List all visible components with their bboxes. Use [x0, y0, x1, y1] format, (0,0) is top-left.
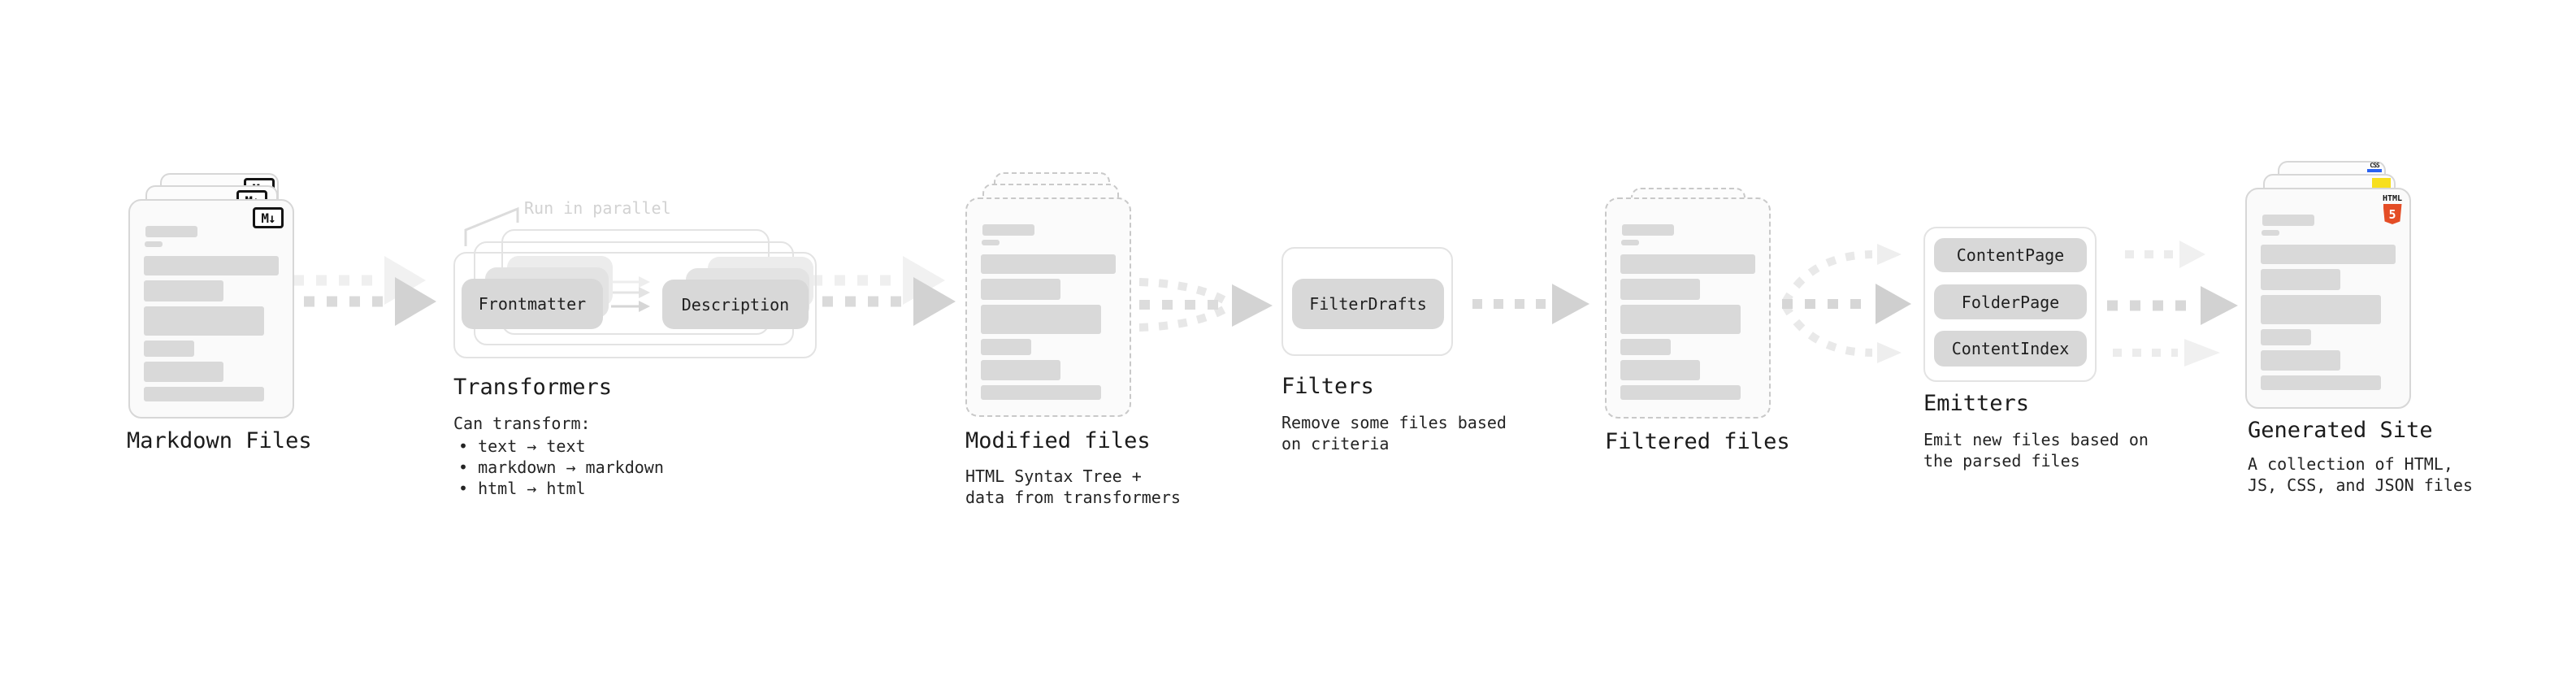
- pill-description: Description: [662, 280, 809, 329]
- generated-site-card: HTML 5: [2245, 188, 2411, 409]
- generated-desc-line: A collection of HTML,: [2248, 454, 2453, 474]
- stage-label-filtered-files: Filtered files: [1605, 429, 1790, 454]
- html5-icon: HTML 5: [2382, 195, 2403, 224]
- stage-label-transformers: Transformers: [453, 375, 613, 400]
- arrow-filters-to-filtered: [1472, 284, 1589, 324]
- skeleton-line: [1620, 305, 1741, 334]
- skeleton-line: [981, 339, 1031, 355]
- filters-desc-line: Remove some files based: [1281, 413, 1507, 432]
- transformers-bullet: • markdown → markdown: [458, 458, 664, 477]
- skeleton-line: [1620, 360, 1700, 380]
- transformer-step-arrows: [611, 276, 650, 312]
- skeleton-line: [144, 306, 264, 336]
- skeleton-line: [1621, 240, 1639, 245]
- arrow-filtered-to-emitters: [1781, 244, 1911, 363]
- generated-desc-line: JS, CSS, and JSON files: [2248, 475, 2473, 495]
- emitters-desc-line: Emit new files based on: [1923, 430, 2149, 449]
- pill-filterdrafts: FilterDrafts: [1292, 279, 1444, 329]
- html5-wordmark: HTML: [2382, 194, 2403, 203]
- arrow-markdown-to-transformers: [304, 277, 436, 326]
- html5-shield: 5: [2383, 204, 2402, 224]
- skeleton-line: [2261, 295, 2381, 324]
- filters-desc-line: on criteria: [1281, 434, 1390, 453]
- pill-contentpage: ContentPage: [1934, 238, 2087, 272]
- skeleton-line: [1622, 224, 1674, 236]
- skeleton-line: [981, 279, 1060, 300]
- transformers-desc-title: Can transform:: [453, 414, 591, 433]
- modified-desc-line: data from transformers: [965, 488, 1181, 507]
- transformers-bullet: • text → text: [458, 436, 586, 456]
- skeleton-line: [144, 256, 279, 275]
- skeleton-line: [2261, 245, 2396, 264]
- arrow-markdown-to-transformers-ghost: [293, 256, 426, 305]
- css-icon: CSS: [2366, 163, 2383, 172]
- markdown-icon: M↓: [253, 207, 284, 228]
- pill-frontmatter: Frontmatter: [462, 279, 603, 329]
- markdown-file-card: M↓: [128, 199, 294, 419]
- stage-label-modified-files: Modified files: [965, 428, 1151, 453]
- pill-folderpage: FolderPage: [1934, 284, 2087, 319]
- skeleton-line: [2261, 350, 2340, 371]
- skeleton-line: [981, 254, 1116, 274]
- skeleton-line: [981, 385, 1101, 400]
- skeleton-line: [2261, 375, 2381, 390]
- skeleton-line: [145, 241, 163, 247]
- arrow-emitters-to-generated: [2107, 241, 2238, 367]
- transformers-bullet: • html → html: [458, 479, 586, 498]
- stage-label-markdown-files: Markdown Files: [127, 428, 312, 453]
- skeleton-line: [144, 362, 223, 382]
- stage-label-generated-site: Generated Site: [2248, 418, 2433, 443]
- skeleton-line: [144, 340, 194, 357]
- skeleton-line: [2261, 269, 2340, 290]
- arrow-transformers-to-modified: [822, 277, 956, 326]
- css-wordmark: CSS: [2370, 162, 2379, 169]
- note-leader-line: [464, 206, 519, 246]
- skeleton-line: [1620, 385, 1741, 400]
- css-bar: [2367, 169, 2382, 172]
- skeleton-line: [1620, 339, 1671, 355]
- emitters-desc-line: the parsed files: [1923, 451, 2080, 471]
- skeleton-line: [981, 360, 1060, 380]
- transformers-container: [453, 252, 817, 358]
- run-in-parallel-note: Run in parallel: [524, 198, 671, 218]
- skeleton-line: [145, 226, 197, 237]
- stage-label-emitters: Emitters: [1923, 391, 2030, 416]
- arrow-modified-to-filters: [1138, 278, 1273, 332]
- skeleton-line: [1620, 279, 1700, 300]
- skeleton-line: [144, 387, 264, 401]
- skeleton-line: [144, 280, 223, 301]
- skeleton-line: [2262, 215, 2314, 226]
- modified-desc-line: HTML Syntax Tree +: [965, 466, 1142, 486]
- skeleton-line: [2262, 230, 2279, 236]
- modified-file-card: [965, 197, 1131, 417]
- skeleton-line: [982, 224, 1034, 236]
- skeleton-line: [2261, 329, 2311, 345]
- stage-label-filters: Filters: [1281, 374, 1374, 399]
- filtered-file-card: [1605, 197, 1771, 419]
- skeleton-line: [981, 305, 1101, 334]
- skeleton-line: [1620, 254, 1755, 274]
- skeleton-line: [982, 240, 1000, 245]
- pill-contentindex: ContentIndex: [1934, 331, 2087, 367]
